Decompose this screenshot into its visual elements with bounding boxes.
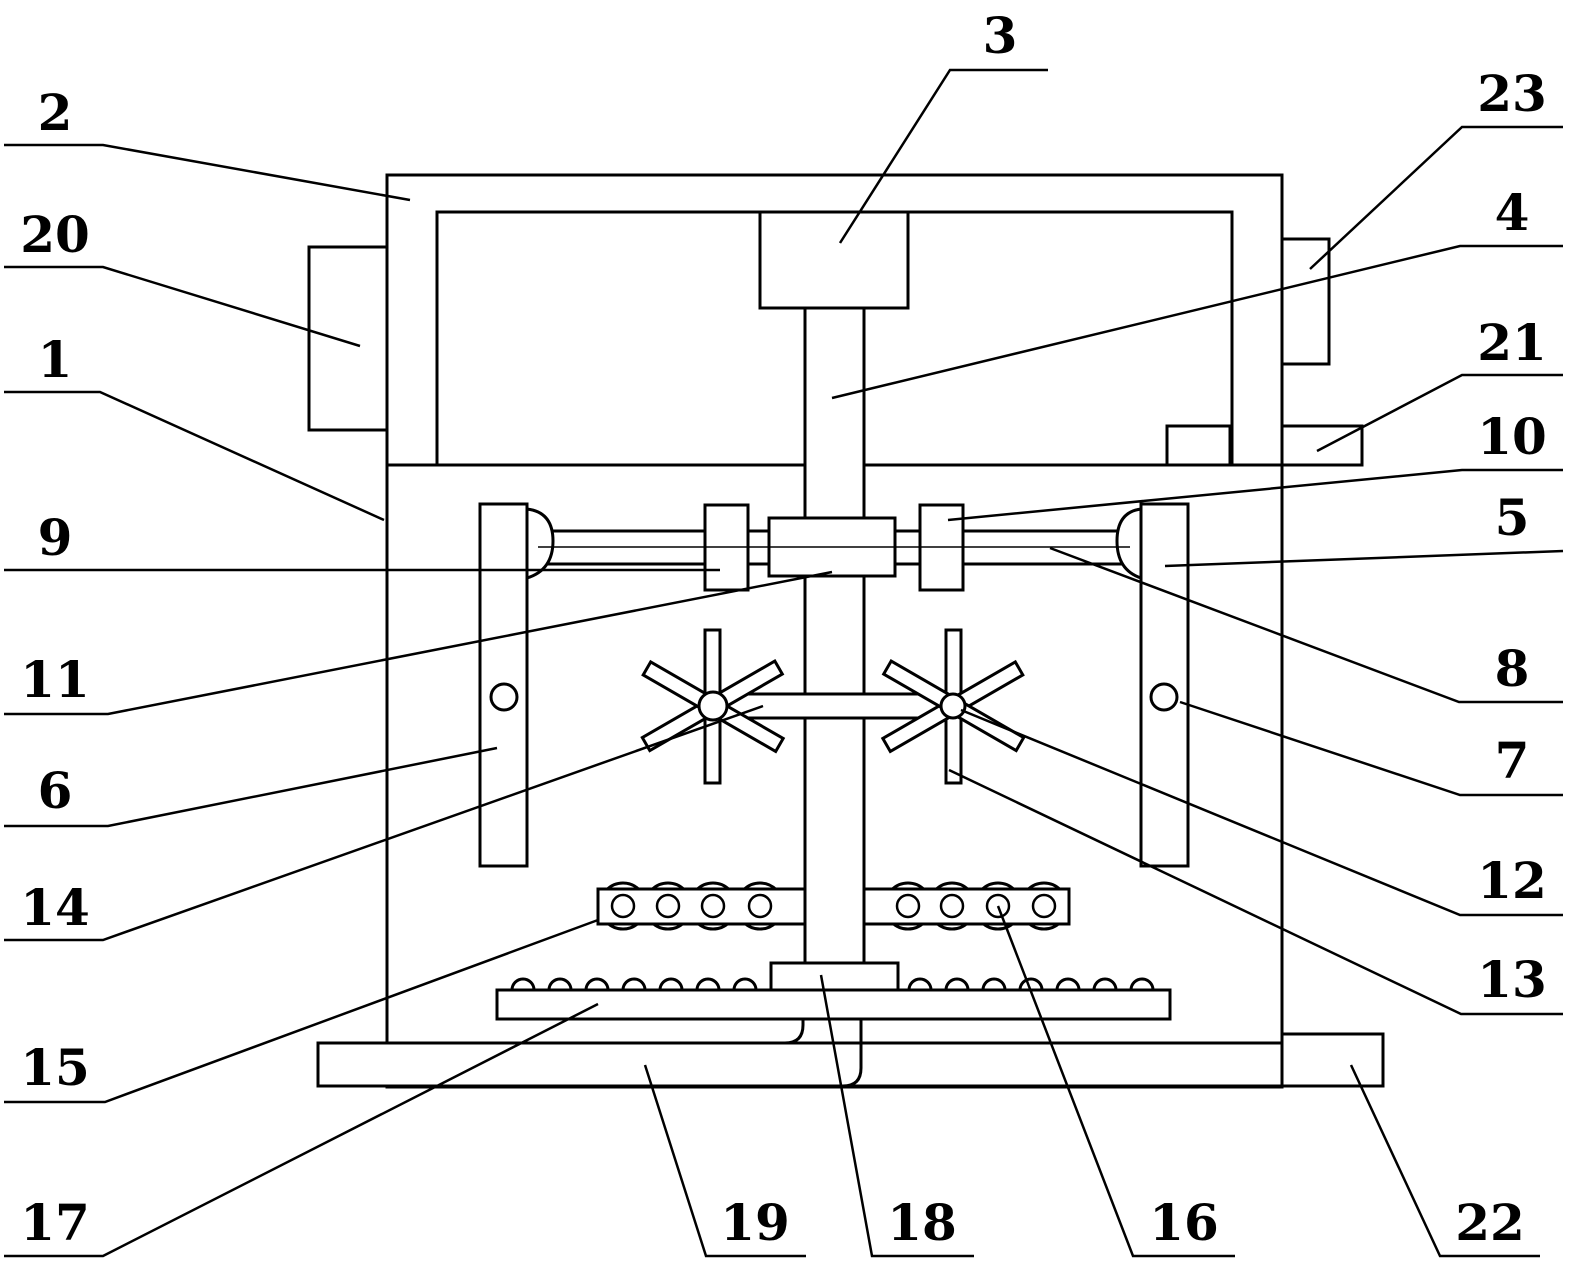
shaft-4 xyxy=(803,306,866,967)
label-12: 12 xyxy=(1477,851,1547,910)
base-plate-19 xyxy=(316,1041,1284,1088)
left-plate-6 xyxy=(478,502,529,868)
paddle-arm xyxy=(713,692,955,720)
label-11: 11 xyxy=(20,650,90,709)
label-23: 23 xyxy=(1477,64,1547,123)
left-roller-bar-15 xyxy=(596,881,807,931)
label-18: 18 xyxy=(887,1193,957,1252)
label-4: 4 xyxy=(1495,183,1530,242)
label-16: 16 xyxy=(1149,1193,1219,1252)
leader-lines xyxy=(4,68,1564,1258)
right-roller-bar-16 xyxy=(862,881,1071,931)
label-17: 17 xyxy=(20,1193,90,1252)
right-paddle-wheel-12 xyxy=(880,628,1026,785)
left-paddle-wheel-14 xyxy=(640,628,786,785)
label-19: 19 xyxy=(720,1193,790,1252)
hub-18 xyxy=(769,961,900,992)
label-10: 10 xyxy=(1477,407,1547,466)
label-3: 3 xyxy=(983,6,1018,65)
label-21: 21 xyxy=(1477,313,1547,372)
label-7: 7 xyxy=(1495,731,1530,790)
label-8: 8 xyxy=(1495,639,1530,698)
label-20: 20 xyxy=(20,205,90,264)
label-1: 1 xyxy=(38,330,73,389)
left-side-box-20 xyxy=(307,245,389,432)
right-pin-hole-7 xyxy=(1149,682,1179,712)
left-round-end xyxy=(525,507,555,581)
right-round-end xyxy=(1115,507,1143,581)
label-5: 5 xyxy=(1495,488,1530,547)
right-ledge-21 xyxy=(1280,424,1364,467)
label-22: 22 xyxy=(1455,1193,1525,1252)
right-side-box-23 xyxy=(1280,237,1331,366)
label-9: 9 xyxy=(38,508,73,567)
label-6: 6 xyxy=(38,761,73,820)
label-15: 15 xyxy=(20,1038,90,1097)
label-13: 13 xyxy=(1477,950,1547,1009)
right-foot-22 xyxy=(1280,1032,1385,1088)
label-2: 2 xyxy=(38,83,73,142)
small-block-in-chamber xyxy=(1165,424,1232,467)
motor-3 xyxy=(758,210,910,310)
label-14: 14 xyxy=(20,878,90,937)
discharge-pipe xyxy=(387,1019,863,1088)
left-pin-hole xyxy=(489,682,519,712)
